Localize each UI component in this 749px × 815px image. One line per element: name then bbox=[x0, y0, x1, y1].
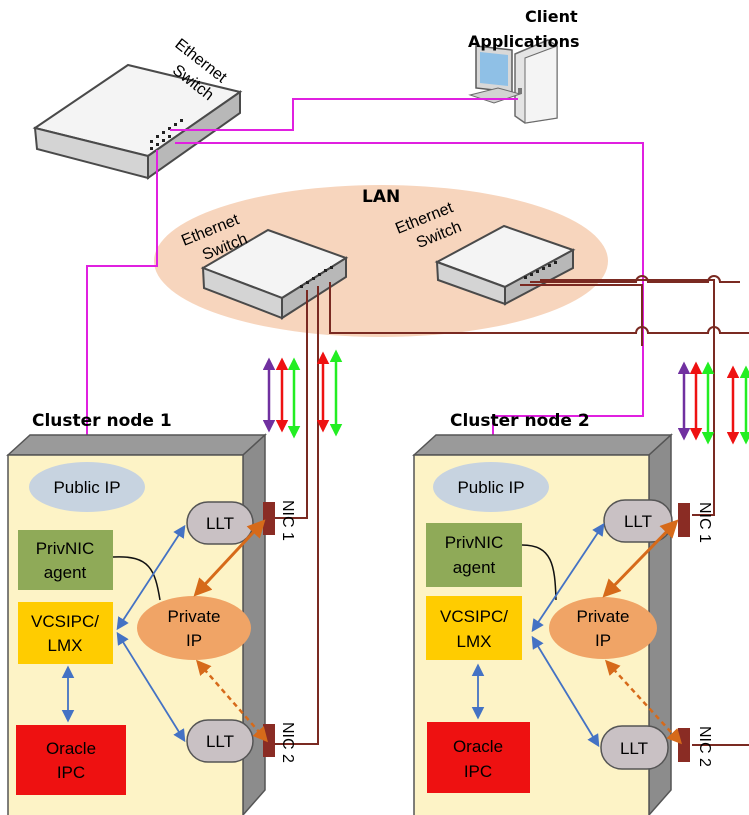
node1-vcsipc-lmx[interactable] bbox=[18, 602, 113, 664]
public-network-links bbox=[86, 98, 644, 462]
node2-public-ip-label: Public IP bbox=[457, 478, 524, 497]
node2-private-ip-line2: IP bbox=[595, 631, 611, 650]
node2-nic2[interactable] bbox=[678, 728, 690, 762]
node1-privnic-line2: agent bbox=[44, 563, 87, 582]
node2-llt-bottom-label: LLT bbox=[620, 739, 648, 758]
node1-title: Cluster node 1 bbox=[32, 411, 172, 431]
node2-privnic-line1: PrivNIC bbox=[445, 533, 504, 552]
node2-privnic-agent[interactable] bbox=[426, 523, 522, 587]
node2-vcsipc-lmx[interactable] bbox=[426, 596, 522, 660]
node2-llt-top-label: LLT bbox=[624, 512, 652, 531]
node1-vcsipc-line1: VCSIPC/ bbox=[31, 612, 99, 631]
heartbeat-arrows-left bbox=[262, 349, 343, 439]
node1-privnic-line1: PrivNIC bbox=[36, 539, 95, 558]
node2-oracle-ipc[interactable] bbox=[427, 722, 530, 793]
node2-nic2-label: NIC 2 bbox=[696, 726, 713, 767]
lan-label: LAN bbox=[362, 187, 400, 207]
node1-nic1[interactable] bbox=[263, 502, 275, 535]
heartbeat-arrows-right bbox=[677, 361, 749, 445]
node1-public-ip-label: Public IP bbox=[53, 478, 120, 497]
client-computer-icon[interactable] bbox=[468, 39, 558, 124]
node1-nic1-label: NIC 1 bbox=[279, 500, 296, 541]
node1-vcsipc-line2: LMX bbox=[48, 636, 83, 655]
top-ethernet-switch-icon[interactable] bbox=[32, 63, 243, 180]
node1-oracle-line2: IPC bbox=[57, 763, 85, 782]
node1-llt-top-label: LLT bbox=[206, 514, 234, 533]
node1-llt-bottom-label: LLT bbox=[206, 732, 234, 751]
lan-right-ethernet-switch-icon[interactable] bbox=[434, 224, 576, 306]
node2-nic1[interactable] bbox=[678, 503, 690, 537]
client-label-line2: Applications bbox=[468, 32, 580, 51]
node2-title: Cluster node 2 bbox=[450, 411, 590, 431]
client-label-line1: Client bbox=[525, 7, 578, 26]
node1-privnic-agent[interactable] bbox=[18, 530, 113, 590]
node1-oracle-ipc[interactable] bbox=[16, 725, 126, 795]
node1-oracle-line1: Oracle bbox=[46, 739, 96, 758]
node2-vcsipc-line1: VCSIPC/ bbox=[440, 607, 508, 626]
node2-oracle-line2: IPC bbox=[464, 762, 492, 781]
node2-private-ip-line1: Private bbox=[577, 607, 630, 626]
node2-privnic-line2: agent bbox=[453, 558, 496, 577]
node1-private-ip[interactable] bbox=[137, 596, 251, 660]
lan-left-ethernet-switch-icon[interactable] bbox=[200, 228, 349, 320]
node2-public-ip[interactable] bbox=[433, 462, 549, 512]
node1-internal-links bbox=[61, 519, 268, 743]
node2-oracle-line1: Oracle bbox=[453, 737, 503, 756]
node1-private-ip-line1: Private bbox=[168, 607, 221, 626]
node2-nic1-label: NIC 1 bbox=[696, 502, 713, 543]
node1-nic2-label: NIC 2 bbox=[279, 722, 296, 763]
node2-internal-links bbox=[471, 519, 683, 748]
node1-public-ip[interactable] bbox=[29, 462, 145, 512]
node1-private-ip-line2: IP bbox=[186, 631, 202, 650]
node2-vcsipc-line2: LMX bbox=[457, 632, 492, 651]
